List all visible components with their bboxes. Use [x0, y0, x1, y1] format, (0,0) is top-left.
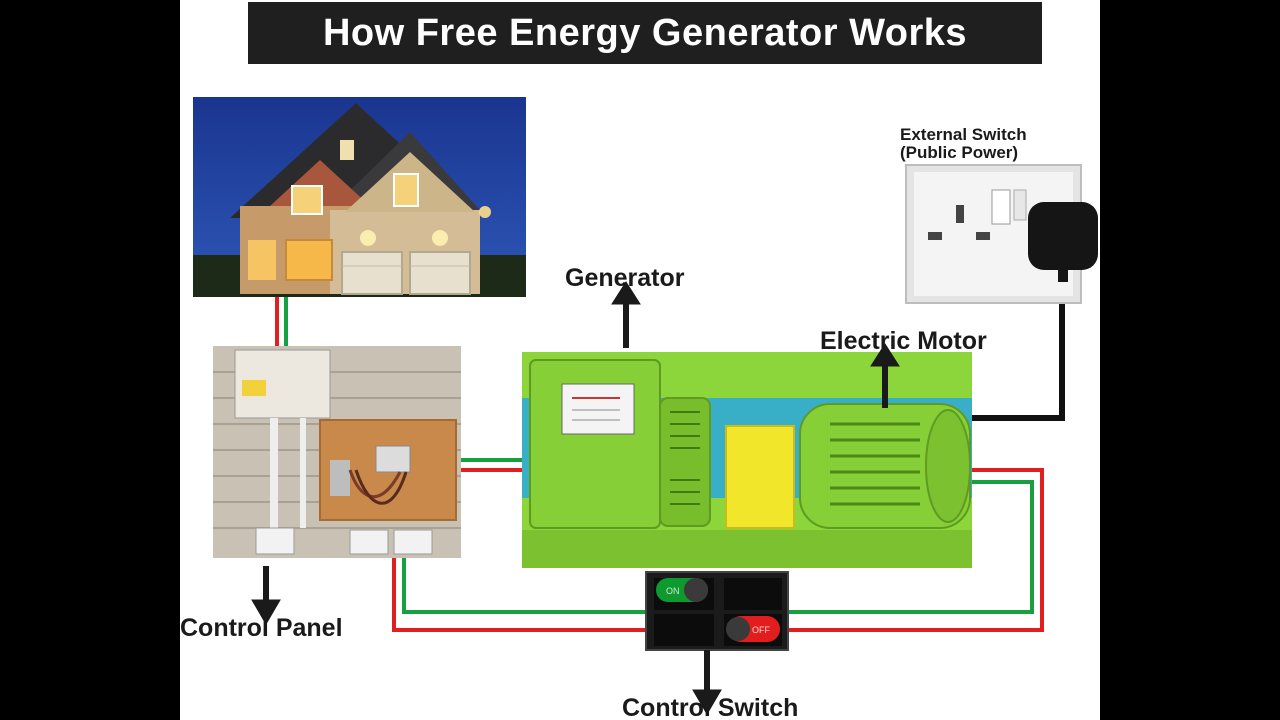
generator-label: Generator [565, 264, 685, 292]
control-panel-label: Control Panel [180, 614, 343, 642]
control-switch-label: Control Switch [622, 694, 799, 720]
control-switch-arrowhead [692, 689, 722, 715]
external-switch-label-line1: External Switch [900, 125, 1027, 144]
wire-motor-switch-red [788, 468, 1044, 632]
arrows [251, 281, 900, 715]
motor-arrowhead [870, 343, 900, 367]
wire-motor-switch-green [788, 480, 1034, 614]
external-switch-label-line2: (Public Power) [900, 143, 1019, 162]
generator-motor-image [522, 352, 972, 568]
external-socket-image [905, 164, 1098, 304]
wire-panel-switch-red [392, 556, 646, 632]
house-image [193, 97, 526, 297]
diagram-canvas: ON OFF How Free Energy Generator Works G… [180, 0, 1100, 720]
off-label: OFF [752, 625, 770, 635]
electric-motor-label: Electric Motor [820, 327, 987, 355]
diagram-svg: ON OFF [193, 97, 1098, 715]
control-panel-image [213, 346, 461, 558]
control-switch-box: ON OFF [645, 571, 789, 651]
wire-motor-socket-black [972, 270, 1065, 421]
external-switch-label: External Switch (Public Power) [900, 126, 1027, 162]
page-title: How Free Energy Generator Works [248, 2, 1042, 64]
control-panel-arrowhead [251, 599, 281, 625]
generator-arrowhead [611, 281, 641, 305]
wires [275, 270, 1065, 632]
wire-panel-switch-green [402, 556, 646, 614]
on-label: ON [666, 586, 680, 596]
